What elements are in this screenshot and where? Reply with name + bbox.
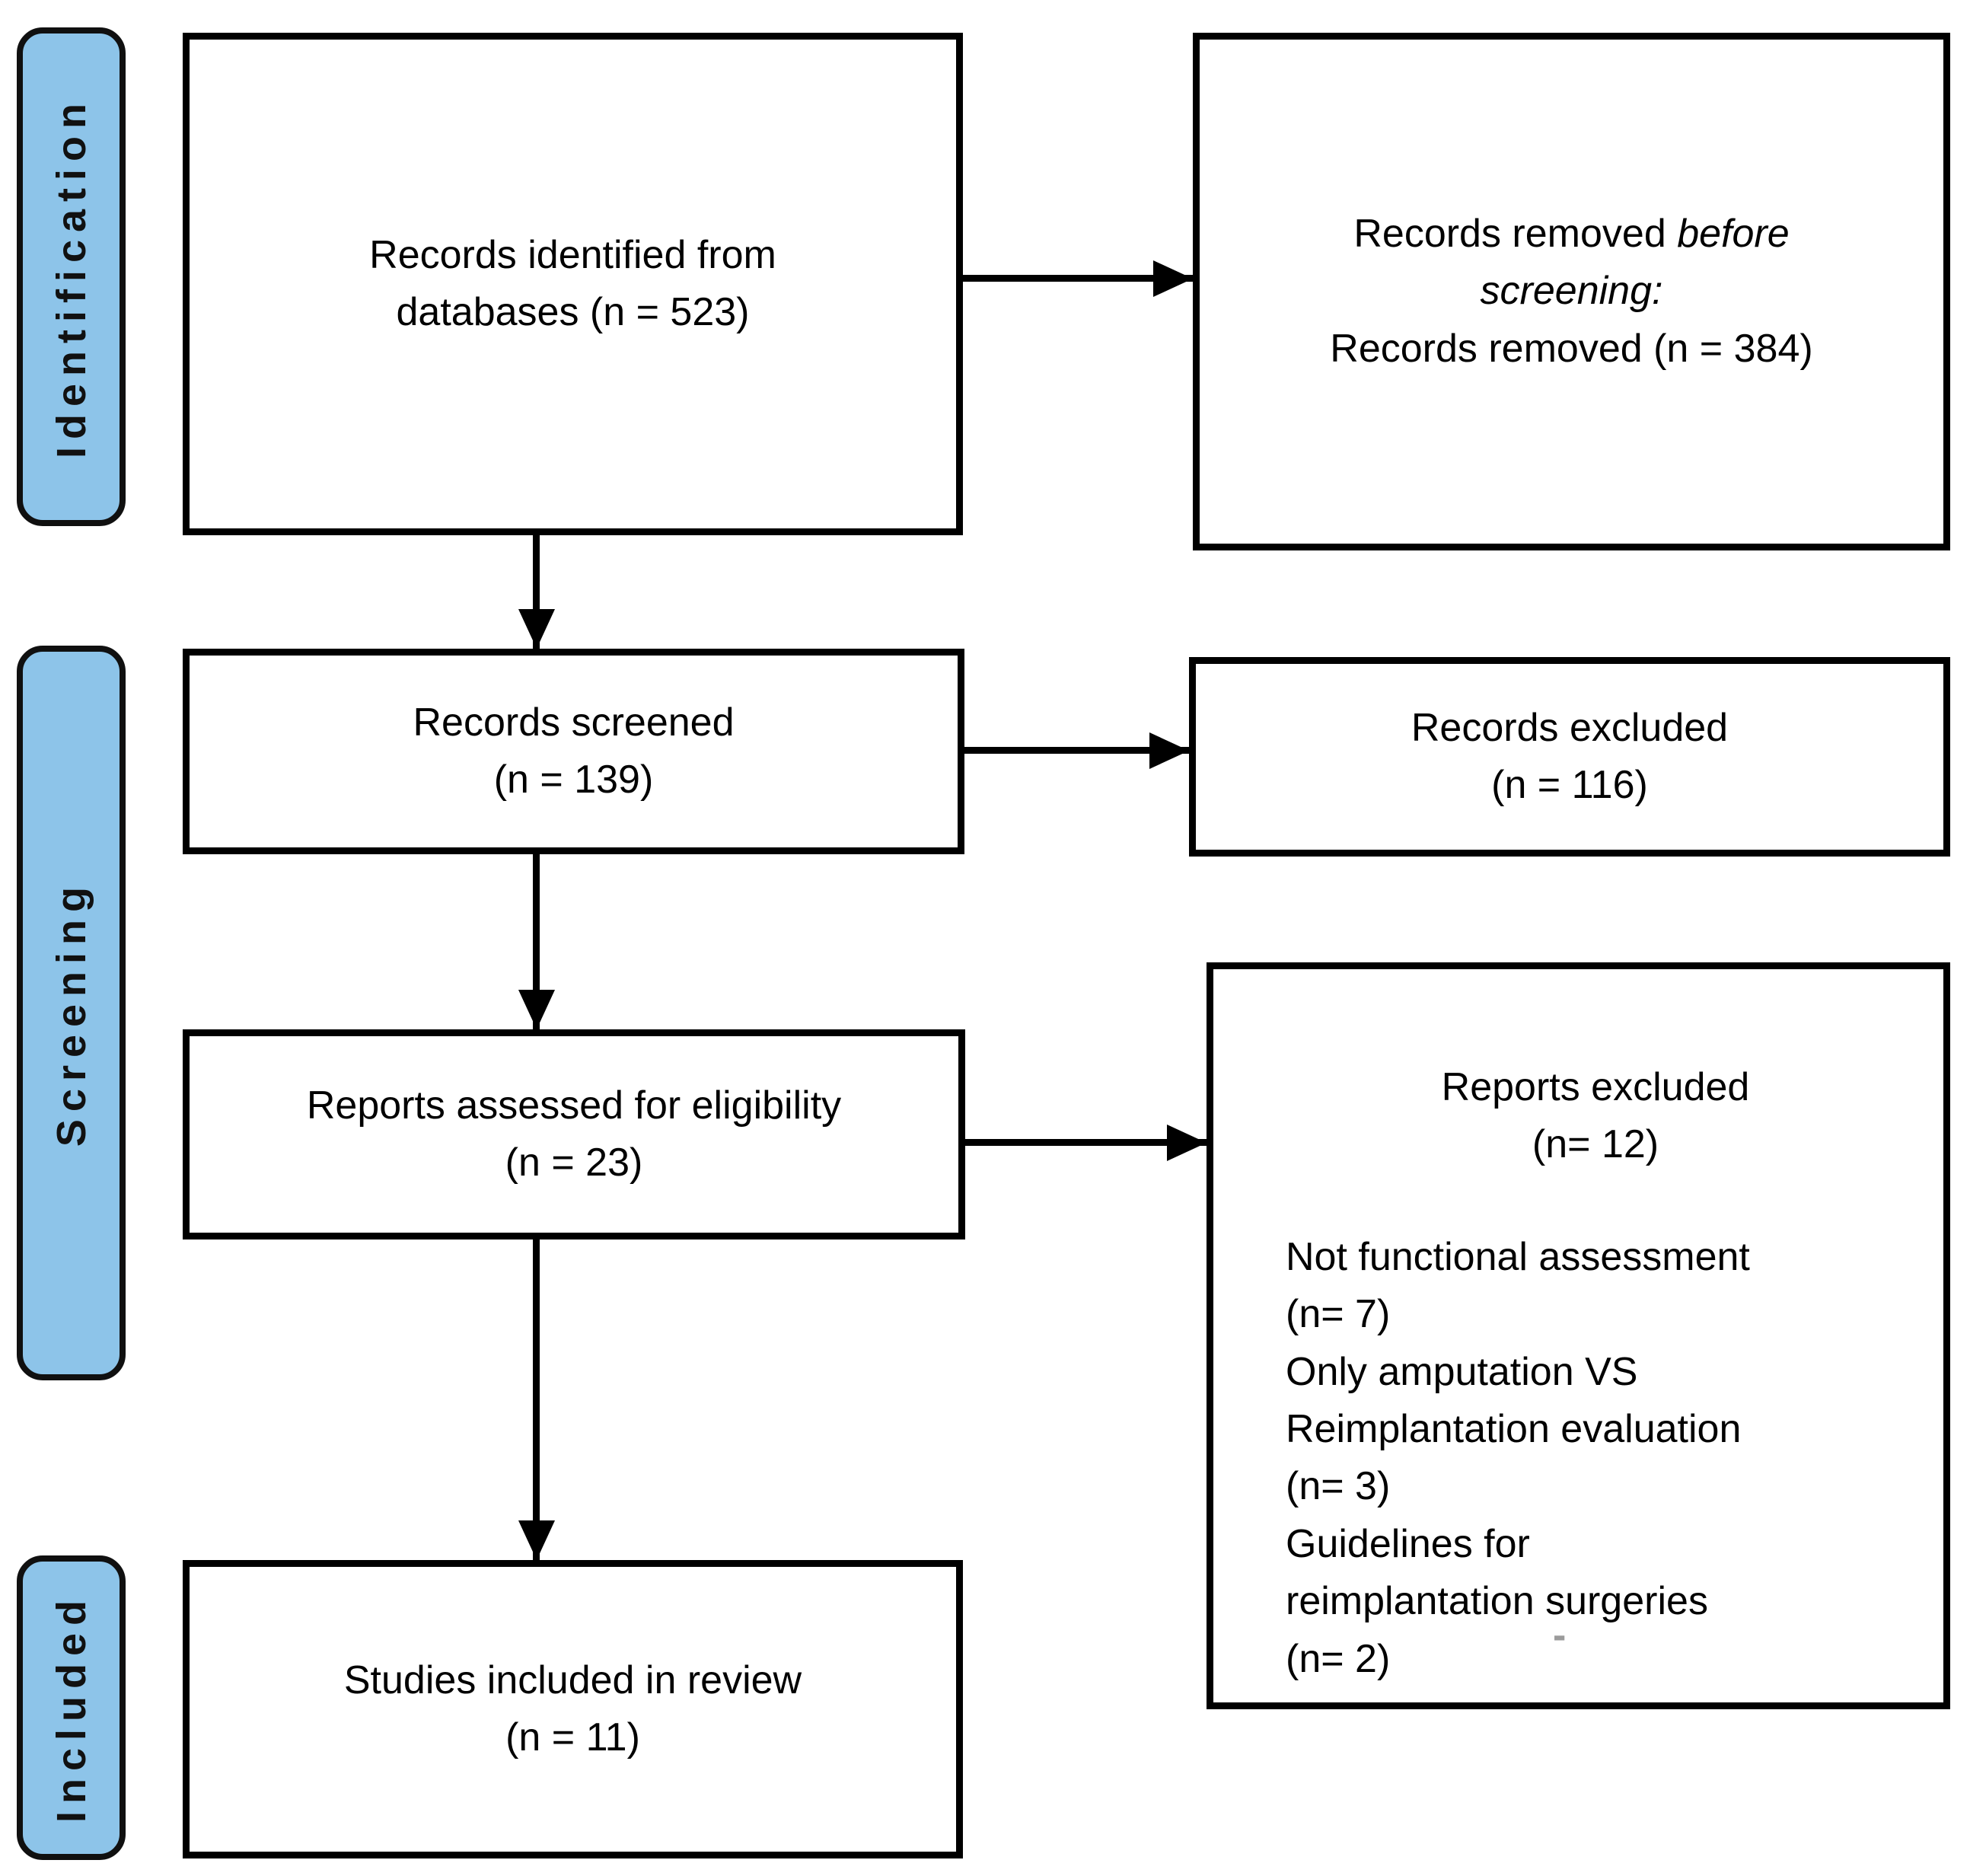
stage-tab-identification: Identification [17,27,126,526]
records-excluded-text: Records excluded (n = 116) [1411,705,1729,807]
reports-excluded-reasons-list: Not functional assessment (n= 7) Only am… [1286,1229,1905,1688]
exclusion-reason-item: Only amputation VS Reimplantation evalua… [1286,1349,1742,1509]
stray-dash-mark: - [1553,1613,1567,1657]
right-arrow-connector-screened-to-excluded [964,747,1189,754]
stage-tab-included: Included [17,1555,126,1860]
records-removed-line3: Records removed (n = 384) [1330,326,1813,371]
flow-box-records-removed-before-screening: Records removed before screening: Record… [1193,33,1950,550]
reports-excluded-heading: Reports excluded (n= 12) [1441,1065,1750,1167]
down-arrow-connector-assessed-to-included [533,1240,540,1560]
down-arrow-connector-identified-to-screened [533,535,540,649]
down-arrow-connector-screened-to-assessed [533,854,540,1029]
exclusion-reason-item: Not functional assessment (n= 7) [1286,1234,1750,1337]
reports-assessed-text: Reports assessed for eligibility (n = 23… [306,1083,842,1185]
flow-box-studies-included: Studies included in review (n = 11) [183,1560,963,1858]
exclusion-reason-item: Guidelines for reimplantation surgeries … [1286,1521,1708,1681]
stage-tab-screening: Screening [17,646,126,1380]
records-removed-text: Records removed before screening: Record… [1330,206,1812,378]
records-identified-text: Records identified from databases (n = 5… [369,232,776,334]
stage-label-screening: Screening [48,879,94,1147]
records-removed-line1-italic: before [1677,211,1790,256]
stage-label-included: Included [48,1592,94,1823]
flow-box-reports-assessed: Reports assessed for eligibility (n = 23… [183,1029,965,1240]
studies-included-text: Studies included in review (n = 11) [343,1657,802,1760]
records-screened-text: Records screened (n = 139) [413,700,735,802]
stage-label-identification: Identification [48,95,94,458]
records-removed-line1-prefix: Records removed [1353,211,1678,256]
flow-box-reports-excluded: Reports excluded (n= 12) Not functional … [1207,962,1950,1709]
flow-box-records-excluded: Records excluded (n = 116) [1189,657,1950,857]
right-arrow-connector-identified-to-removed [963,275,1193,282]
flow-box-records-screened: Records screened (n = 139) [183,649,964,854]
right-arrow-connector-assessed-to-excluded [965,1139,1207,1146]
flow-box-records-identified: Records identified from databases (n = 5… [183,33,963,535]
records-removed-line2-italic: screening: [1480,269,1663,314]
